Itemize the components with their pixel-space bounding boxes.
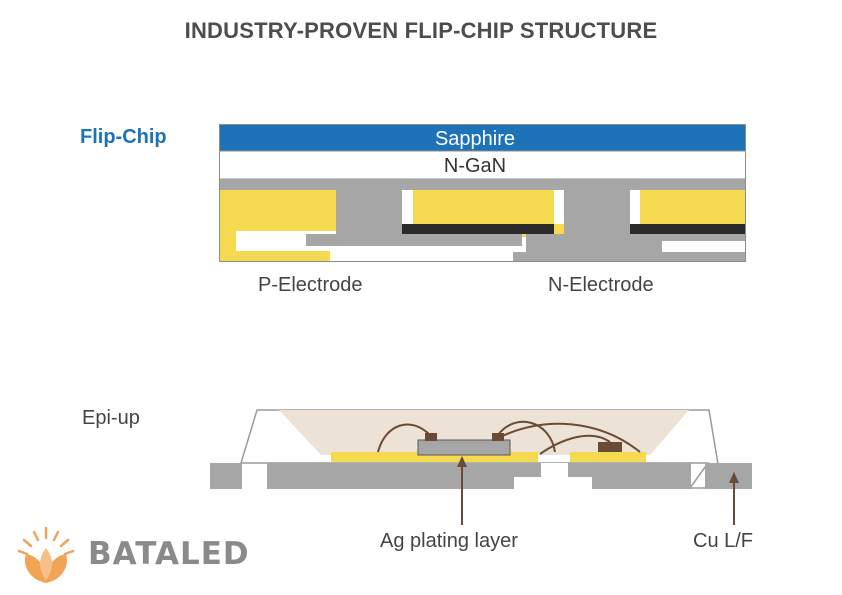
lead-frame-center <box>267 463 691 489</box>
sapphire-label: Sapphire <box>435 128 515 150</box>
lead-frame-left <box>210 463 242 489</box>
n-electrode-metal <box>513 190 746 262</box>
mesa-layer <box>219 179 746 190</box>
flip-chip-label: Flip-Chip <box>80 126 167 148</box>
passivation-line-left <box>402 224 554 234</box>
flip-chip-diagram: Sapphire N-GaN <box>219 124 746 263</box>
brand-logo-text: BATALED <box>88 536 250 572</box>
cu-leadframe-label: Cu L/F <box>693 530 754 552</box>
epi-up-diagram <box>210 409 752 525</box>
p-electrode-label: P-Electrode <box>258 274 363 296</box>
bond-wire-3 <box>497 422 641 453</box>
passivation-line-right <box>630 224 746 234</box>
cu-pointer-arrow <box>729 472 739 483</box>
n-trench-left <box>554 190 564 224</box>
ag-plating-label: Ag plating layer <box>380 530 518 552</box>
ag-plating-left <box>331 452 538 462</box>
bond-wire-4 <box>539 434 611 455</box>
n-opening <box>662 241 746 252</box>
ag-plating-right <box>570 452 646 462</box>
n-trench-right <box>630 190 640 224</box>
ngan-label: N-GaN <box>444 155 506 177</box>
p-trench <box>402 190 413 224</box>
epi-up-label: Epi-up <box>82 407 140 429</box>
bond-wire-1 <box>377 423 431 453</box>
bond-wire-2 <box>497 420 556 453</box>
sun-leaf-logo-icon <box>17 526 75 583</box>
ag-pointer-arrow <box>457 456 467 467</box>
lead-frame-right <box>705 463 752 489</box>
sapphire-layer <box>219 124 746 151</box>
lead-frame-slot <box>541 463 568 477</box>
n-electrode-label: N-Electrode <box>548 274 654 296</box>
zener-chip <box>598 442 622 452</box>
led-chip <box>417 439 511 456</box>
p-electrode-metal <box>306 190 522 246</box>
page-title: INDUSTRY-PROVEN FLIP-CHIP STRUCTURE <box>184 18 658 43</box>
lead-frame-gap <box>514 477 592 489</box>
bond-pad-left <box>425 433 437 441</box>
chip-outline <box>219 124 746 262</box>
